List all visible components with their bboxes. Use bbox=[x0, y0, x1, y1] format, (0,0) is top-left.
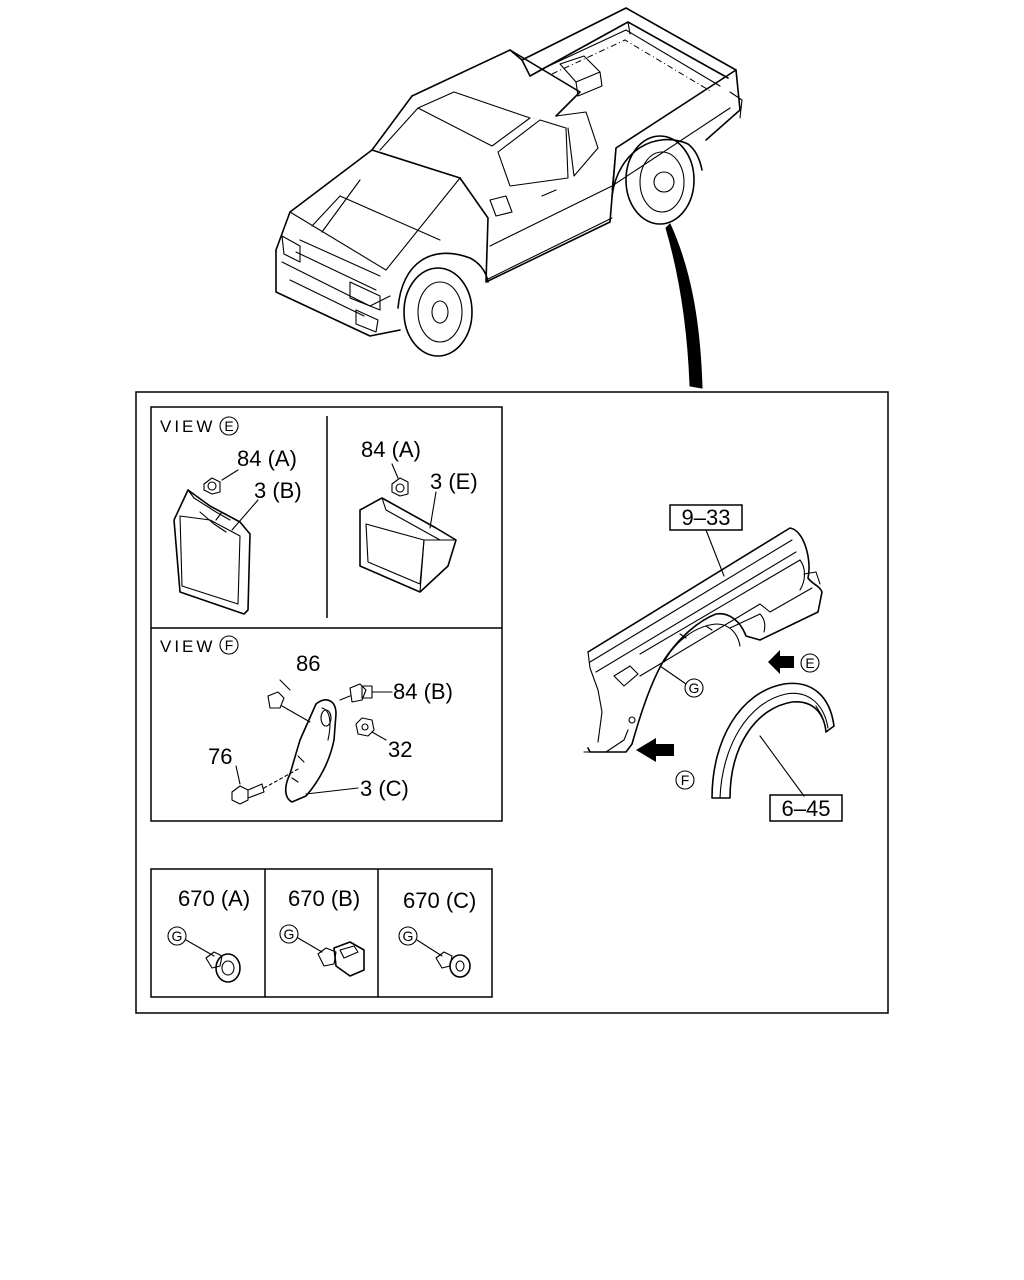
callout-670b: 670 (B) bbox=[288, 886, 360, 911]
bolt-76 bbox=[231, 765, 301, 805]
callout-3b: 3 (B) bbox=[254, 478, 302, 503]
view-f-label: VIEW bbox=[160, 637, 215, 656]
g-marker-670c: G bbox=[403, 928, 414, 944]
view-f-marker-circle bbox=[219, 635, 239, 655]
callout-670a: 670 (A) bbox=[178, 886, 250, 911]
clip-84a-right bbox=[391, 463, 409, 497]
callout-32: 32 bbox=[388, 737, 412, 762]
mud-flap-3b bbox=[173, 489, 251, 615]
callout-670c: 670 (C) bbox=[403, 888, 476, 913]
callout-84b: 84 (B) bbox=[393, 679, 453, 704]
view-e-marker: E bbox=[224, 418, 233, 434]
callout-86: 86 bbox=[296, 651, 320, 676]
main-frame bbox=[135, 391, 889, 1014]
clips-frame bbox=[150, 868, 493, 998]
views-frame bbox=[150, 406, 503, 822]
clip-670a bbox=[167, 926, 241, 983]
clip-86 bbox=[267, 679, 311, 723]
clip-670b bbox=[279, 924, 365, 977]
clip-670c bbox=[398, 926, 471, 978]
g-marker-panel: G bbox=[689, 680, 700, 696]
nut-32 bbox=[355, 717, 387, 741]
rear-side-panel bbox=[583, 527, 823, 753]
mud-flap-3e bbox=[359, 497, 457, 593]
leader-arrow bbox=[665, 223, 703, 389]
view-e-label: VIEW bbox=[160, 417, 215, 436]
bolt-84b bbox=[339, 683, 393, 703]
marker-e: E bbox=[805, 655, 814, 671]
view-e-marker-circle bbox=[219, 416, 239, 436]
arrow-e bbox=[768, 650, 794, 674]
ref-9-33: 9–33 bbox=[682, 505, 731, 530]
callout-84a-left: 84 (A) bbox=[237, 446, 297, 471]
ref-6-45: 6–45 bbox=[782, 796, 831, 821]
view-f-marker: F bbox=[225, 637, 234, 653]
callout-76: 76 bbox=[208, 744, 232, 769]
pickup-truck-illustration bbox=[275, 7, 743, 357]
clip-84a-left bbox=[203, 469, 239, 495]
ref-box-6-45 bbox=[769, 794, 843, 822]
wheel-arch-flare bbox=[711, 682, 835, 799]
marker-f: F bbox=[681, 772, 690, 788]
splash-guard-3c bbox=[284, 699, 359, 803]
g-marker-670a: G bbox=[172, 928, 183, 944]
g-marker-670b: G bbox=[284, 926, 295, 942]
callout-3c: 3 (C) bbox=[360, 776, 409, 801]
callout-3e: 3 (E) bbox=[430, 469, 478, 494]
callout-84a-right: 84 (A) bbox=[361, 437, 421, 462]
arrow-f bbox=[636, 738, 674, 762]
